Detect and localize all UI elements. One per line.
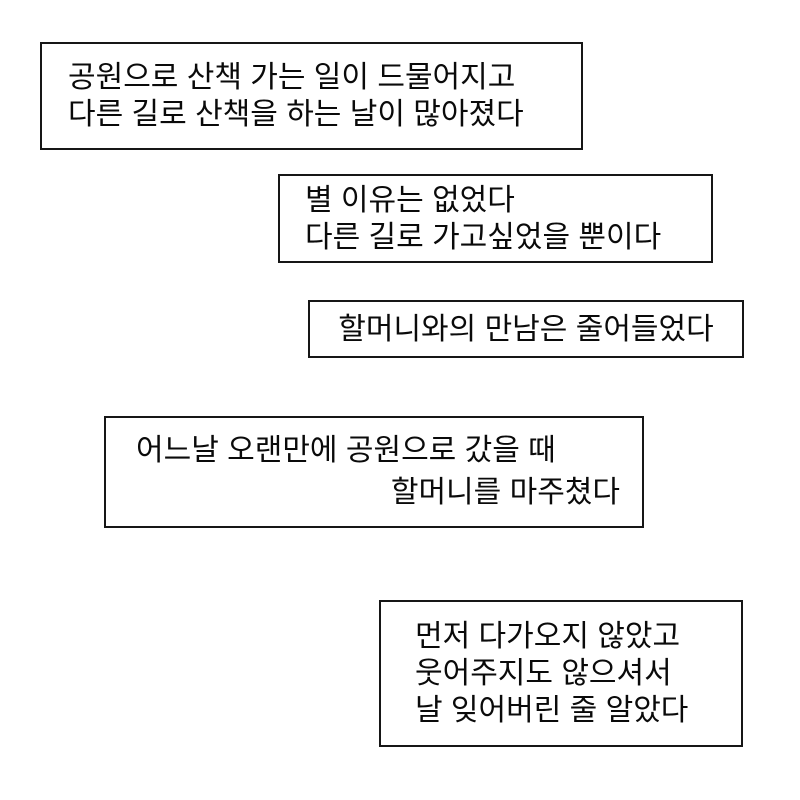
narration-line: 할머니와의 만남은 줄어들었다 [338, 312, 714, 346]
narration-box-2: 별 이유는 없었다 다른 길로 가고싶었을 뿐이다 [278, 174, 713, 263]
narration-line: 어느날 오랜만에 공원으로 갔을 때 [136, 434, 556, 467]
narration-line: 별 이유는 없었다 [305, 183, 515, 217]
narration-line: 웃어주지도 않으셔서 [415, 657, 672, 690]
narration-line: 다른 길로 가고싶었을 뿐이다 [305, 220, 662, 254]
narration-line: 날 잊어버린 줄 알았다 [415, 694, 689, 727]
narration-box-5: 먼저 다가오지 않았고 웃어주지도 않으셔서 날 잊어버린 줄 알았다 [379, 600, 743, 747]
narration-line: 할머니를 마주쳤다 [390, 476, 620, 509]
narration-line: 다른 길로 산책을 하는 날이 많아졌다 [68, 98, 524, 131]
narration-line: 공원으로 산책 가는 일이 드물어지고 [68, 61, 516, 94]
narration-box-4: 어느날 오랜만에 공원으로 갔을 때 할머니를 마주쳤다 [104, 416, 644, 528]
narration-box-1: 공원으로 산책 가는 일이 드물어지고 다른 길로 산책을 하는 날이 많아졌다 [40, 42, 583, 150]
narration-line: 먼저 다가오지 않았고 [415, 620, 681, 653]
narration-box-3: 할머니와의 만남은 줄어들었다 [308, 300, 744, 358]
